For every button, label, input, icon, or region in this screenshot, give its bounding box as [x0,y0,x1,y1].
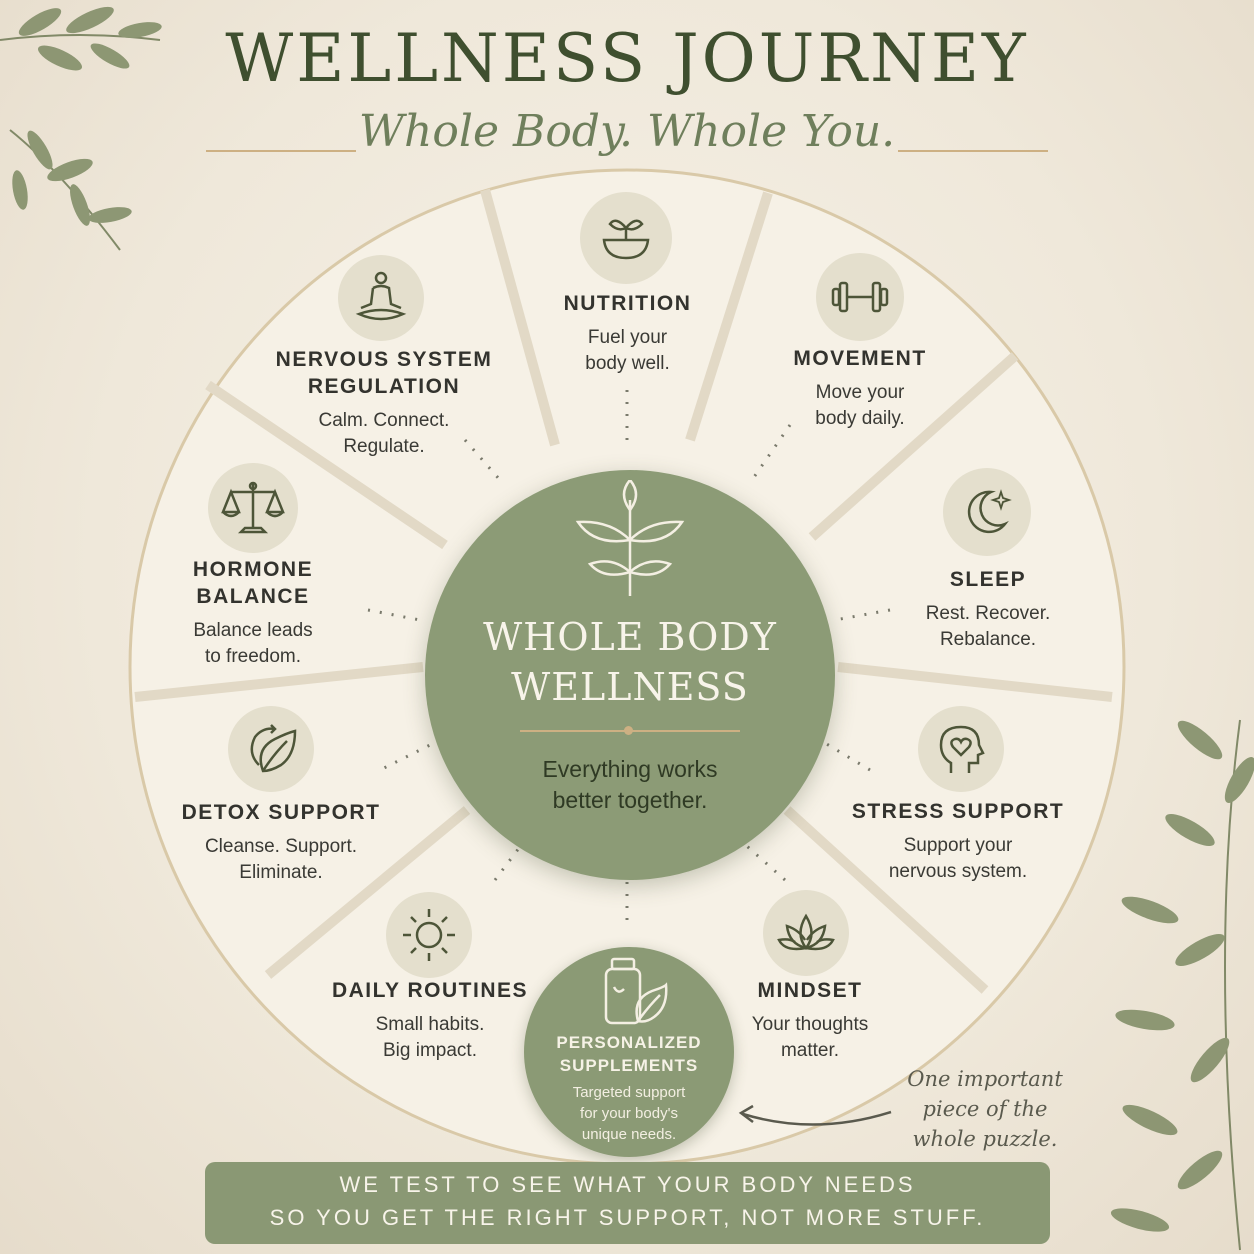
supplements-circle [524,947,734,1157]
segment-nervous-system-regulation: NERVOUS SYSTEM REGULATION Calm. Connect.… [272,346,496,460]
segment-desc: Your thoughts matter. [751,1014,869,1061]
page-subtitle: Whole Body. Whole You. [358,106,896,157]
segment-name: NERVOUS SYSTEM REGULATION [275,348,493,398]
lotus-icon [777,913,835,951]
puzzle-note: One important piece of the whole puzzle. [907,1067,1063,1151]
banner-line-1: WE TEST TO SEE WHAT YOUR BODY NEEDS [339,1172,916,1197]
banner-line-2: SO YOU GET THE RIGHT SUPPORT, NOT MORE S… [269,1205,986,1230]
leaf-cycle-icon [250,724,297,773]
segment-hormone-balance: HORMONE BALANCE Balance leads to freedom… [158,556,348,670]
segment-name: DAILY ROUTINES [331,979,529,1002]
segment-desc: Calm. Connect. Regulate. [318,410,450,457]
segment-name: MOVEMENT [793,347,927,370]
segment-desc: Fuel your body well. [585,327,670,374]
segment-name: MINDSET [757,979,863,1002]
subtitle-divider-left [206,150,356,152]
segment-desc: Cleanse. Support. Eliminate. [204,836,358,883]
meditation-icon [355,271,407,321]
head-heart-icon [939,725,985,773]
hub-title: WHOLE BODY WELLNESS [483,615,777,709]
segment-daily-routines: DAILY ROUTINES Small habits. Big impact. [330,977,530,1064]
segment-sleep: SLEEP Rest. Recover. Rebalance. [888,566,1088,653]
segment-desc: Move your body daily. [815,382,905,429]
dumbbell-icon [831,281,889,313]
leaf-sprig-icon [575,480,685,596]
segment-desc: Small habits. Big impact. [375,1014,485,1061]
segment-name: DETOX SUPPORT [181,801,381,824]
hub-tagline: Everything works better together. [542,756,718,813]
detox-support-icon-circle [228,706,314,792]
sun-icon [403,909,455,961]
foliage-top-left [0,6,162,251]
sleep-icon-circle [943,468,1031,556]
scales-icon [221,481,285,534]
supplements-name: PERSONALIZED SUPPLEMENTS [556,1033,702,1075]
supplements-desc: Targeted support for your body's unique … [572,1084,686,1143]
hub-divider-dot [624,726,633,735]
segment-desc: Balance leads to freedom. [193,620,313,667]
foliage-bottom-right [1110,719,1254,1251]
segment-desc: Rest. Recover. Rebalance. [925,603,1051,650]
segment-name: SLEEP [949,568,1027,591]
daily-routines-icon-circle [386,892,472,978]
bowl-sprout-icon [602,219,650,260]
nutrition-icon-circle [580,192,672,284]
segment-stress-support: STRESS SUPPORT Support your nervous syst… [848,798,1068,885]
segment-movement: MOVEMENT Move your body daily. [760,345,960,432]
bottom-banner [205,1162,1050,1244]
segment-desc: Support your nervous system. [888,835,1028,882]
nervous-system-icon-circle [338,255,424,341]
segment-detox-support: DETOX SUPPORT Cleanse. Support. Eliminat… [170,799,392,886]
subtitle-divider-right [898,150,1048,152]
hormone-balance-icon-circle [208,463,298,553]
stress-support-icon-circle [918,706,1004,792]
segment-name: HORMONE BALANCE [192,558,314,608]
page-title: WELLNESS JOURNEY [225,20,1029,97]
segment-name: NUTRITION [563,292,692,315]
movement-icon-circle [816,253,904,341]
segment-mindset: MINDSET Your thoughts matter. [718,977,902,1064]
segment-nutrition: NUTRITION Fuel your body well. [530,290,725,377]
supplement-bottle-icon [604,957,668,1025]
moon-stars-icon [967,489,1012,534]
mindset-icon-circle [763,890,849,976]
note-arrow-icon [738,1104,892,1126]
segment-name: STRESS SUPPORT [851,800,1065,823]
